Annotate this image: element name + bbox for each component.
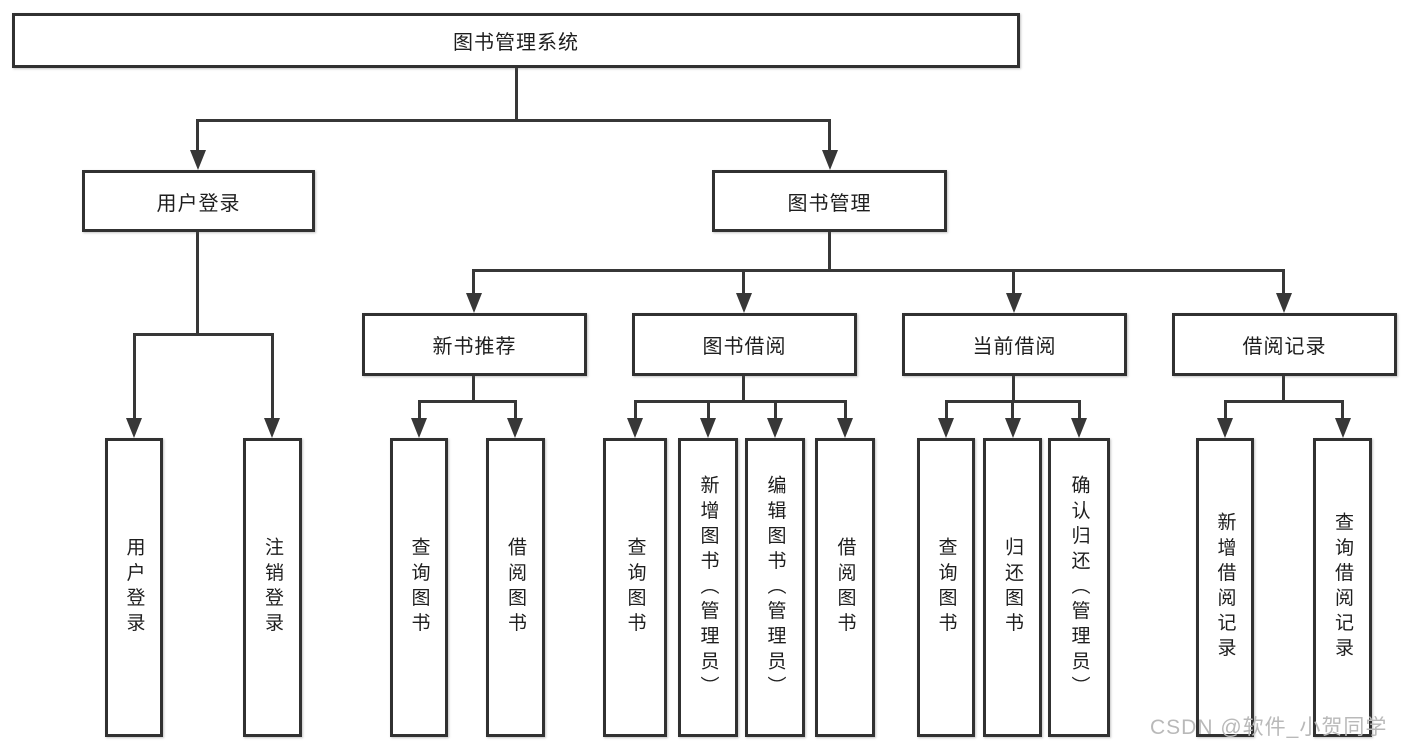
node-book-borrow-label: 图书借阅 [702,336,787,358]
leaf-query-borrow-record-label: 查询借阅记录 [1332,512,1353,663]
connector-book-borrow-trunk [742,376,745,403]
leaf-return-books-label: 归还图书 [1002,537,1023,638]
connector-root-trunk [514,68,518,122]
leaf-borrow-books-rec: 借阅图书 [486,438,545,737]
connector-user-login-trunk [196,232,199,336]
arrow-to-leaf-borrow-books-rec-shaft [513,400,517,420]
arrow-to-leaf-return-books-head [1004,418,1021,438]
leaf-logout-label: 注销登录 [262,537,283,638]
node-current-borrow: 当前借阅 [902,313,1127,376]
arrow-to-leaf-edit-books-admin-head [767,418,783,438]
arrow-to-leaf-borrow-books-rec-head [507,418,523,438]
leaf-query-books-current: 查询图书 [917,438,975,737]
leaf-query-books-current-label: 查询图书 [935,537,957,638]
connector-book-management-trunk [828,232,831,272]
node-new-book-recommend: 新书推荐 [362,313,587,376]
arrow-to-leaf-query-books-rec-shaft [417,400,421,420]
node-library-system-label: 图书管理系统 [453,32,579,54]
arrow-to-leaf-logout-shaft [270,333,274,420]
arrow-to-new-book-recommend-head [465,293,482,313]
leaf-confirm-return-admin-label: 确认归还（管理员） [1068,474,1090,701]
connector-root-rail [197,119,831,122]
leaf-query-books-rec-label: 查询图书 [408,537,430,638]
connector-book-borrow-rail [633,400,847,403]
arrow-to-leaf-query-books-current-head [938,418,954,438]
leaf-add-books-admin-label: 新增图书（管理员） [697,474,719,701]
arrow-to-borrow-records-head [1275,293,1292,313]
leaf-logout: 注销登录 [243,438,302,737]
arrow-to-leaf-add-borrow-record-shaft [1223,400,1227,420]
node-book-management-label: 图书管理 [787,192,872,215]
leaf-borrow-books-rec-label: 借阅图书 [505,537,526,638]
leaf-user-login-label: 用户登录 [123,537,145,638]
node-library-system: 图书管理系统 [12,13,1020,68]
watermark: CSDN @软件_小贺同学 [1150,716,1388,739]
node-borrow-records: 借阅记录 [1172,313,1397,376]
leaf-query-books-borrow: 查询图书 [603,438,667,737]
arrow-to-book-borrow-shaft [742,269,745,295]
leaf-edit-books-admin-label: 编辑图书（管理员） [764,474,786,701]
leaf-query-books-borrow-label: 查询图书 [624,537,646,638]
arrow-to-current-borrow-shaft [1012,269,1015,295]
arrow-to-leaf-edit-books-admin-shaft [773,400,777,420]
connector-new-book-recommend-rail [417,400,517,403]
leaf-borrow-books: 借阅图书 [815,438,875,737]
node-user-login: 用户登录 [82,170,315,232]
connector-book-management-rail [472,269,1285,272]
arrow-to-leaf-add-borrow-record-head [1217,418,1233,438]
arrow-to-book-borrow-head [735,293,752,313]
leaf-borrow-books-label: 借阅图书 [834,537,856,638]
connector-current-borrow-trunk [1012,376,1015,403]
node-new-book-recommend-label: 新书推荐 [432,336,517,358]
arrow-to-leaf-user-login-head [126,418,142,438]
arrow-to-new-book-recommend-shaft [472,269,475,295]
leaf-edit-books-admin: 编辑图书（管理员） [745,438,805,737]
arrow-to-leaf-query-borrow-record-head [1334,418,1351,438]
node-book-borrow: 图书借阅 [632,313,857,376]
arrow-to-leaf-add-books-admin-head [700,418,716,438]
connector-borrow-records-trunk [1282,376,1285,403]
arrow-to-current-borrow-head [1005,293,1022,313]
node-borrow-records-label: 借阅记录 [1242,336,1327,358]
arrow-to-leaf-user-login-shaft [132,333,136,420]
leaf-query-borrow-record: 查询借阅记录 [1313,438,1372,737]
arrow-to-leaf-confirm-return-admin-head [1071,418,1087,438]
leaf-user-login: 用户登录 [105,438,163,737]
arrow-to-leaf-logout-head [264,418,280,438]
leaf-add-borrow-record: 新增借阅记录 [1196,438,1254,737]
arrow-to-user-login-head [189,150,206,170]
arrow-to-book-management-shaft [828,119,831,152]
leaf-return-books: 归还图书 [983,438,1042,737]
arrow-to-leaf-return-books-shaft [1011,400,1014,420]
leaf-confirm-return-admin: 确认归还（管理员） [1048,438,1110,737]
node-user-login-label: 用户登录 [156,192,241,215]
connector-new-book-recommend-trunk [472,376,475,403]
arrow-to-leaf-query-books-borrow-head [627,418,643,438]
arrow-to-leaf-query-borrow-record-shaft [1341,400,1344,420]
connector-user-login-rail [132,333,274,336]
arrow-to-leaf-add-books-admin-shaft [706,400,710,420]
leaf-add-books-admin: 新增图书（管理员） [678,438,738,737]
connector-borrow-records-rail [1223,400,1344,403]
arrow-to-user-login-shaft [196,119,199,152]
leaf-query-books-rec: 查询图书 [390,438,448,737]
arrow-to-leaf-borrow-books-head [837,418,853,438]
arrow-to-borrow-records-shaft [1282,269,1285,295]
arrow-to-leaf-confirm-return-admin-shaft [1077,400,1081,420]
leaf-add-borrow-record-label: 新增借阅记录 [1214,512,1236,663]
arrow-to-book-management-head [821,150,838,170]
arrow-to-leaf-borrow-books-shaft [843,400,847,420]
arrow-to-leaf-query-books-rec-head [411,418,427,438]
arrow-to-leaf-query-books-current-shaft [944,400,948,420]
arrow-to-leaf-query-books-borrow-shaft [633,400,637,420]
node-book-management: 图书管理 [712,170,947,232]
node-current-borrow-label: 当前借阅 [972,336,1057,358]
